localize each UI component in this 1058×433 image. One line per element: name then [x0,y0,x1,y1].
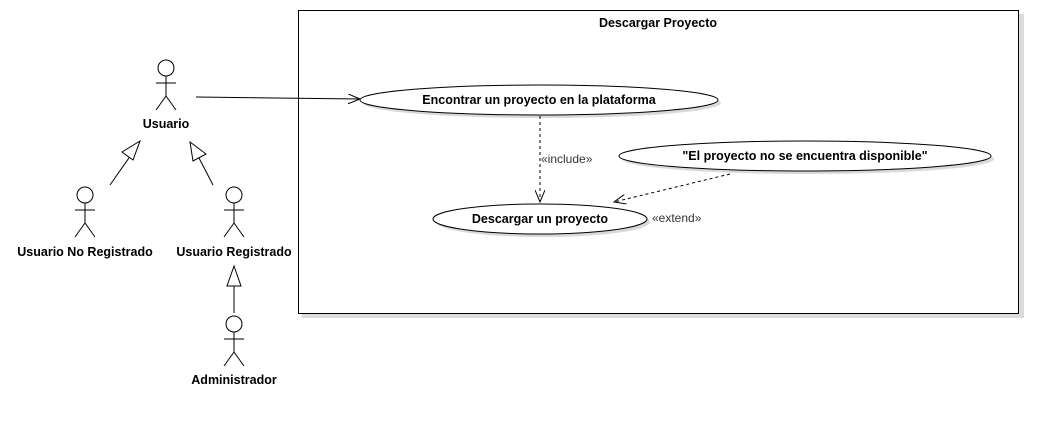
use-case-encontrar[interactable]: Encontrar un proyecto en la plataforma [359,84,721,118]
use-case-ellipse [432,203,648,235]
generalization-administrador-to-registrado[interactable] [226,264,242,313]
generalization-registrado-to-usuario[interactable] [189,140,214,186]
hollow-triangle-icon [189,140,207,162]
extend-label: «extend» [652,211,702,225]
actor-usuario-registrado[interactable]: Usuario Registrado [176,186,292,259]
stick-figure-icon [223,186,245,238]
stick-figure-icon [223,315,245,367]
actor-usuario-label: Usuario [143,117,190,131]
hollow-triangle-icon [121,139,141,161]
extend-relation[interactable]: «extend» [614,173,731,225]
generalization-no-registrado-to-usuario[interactable] [109,139,141,186]
system-title: Descargar Proyecto [599,16,717,30]
association-usuario-encontrar[interactable] [195,97,360,99]
hollow-triangle-icon [226,264,242,287]
actor-usuario[interactable]: Usuario [143,59,190,131]
include-label: «include» [541,152,593,166]
stick-figure-icon [74,186,96,238]
stick-figure-icon [155,59,177,111]
use-case-descargar-label: Descargar un proyecto [472,212,609,226]
use-case-descargar[interactable]: Descargar un proyecto [432,203,650,237]
actor-no-registrado-label: Usuario No Registrado [17,245,153,259]
actor-registrado-label: Usuario Registrado [176,245,292,259]
use-case-encontrar-label: Encontrar un proyecto en la plataforma [422,93,656,107]
use-case-ellipse [359,84,719,116]
actor-usuario-no-registrado[interactable]: Usuario No Registrado [17,186,153,259]
actor-administrador[interactable]: Administrador [191,315,277,387]
include-relation[interactable]: «include» [540,116,593,202]
use-case-ellipse [618,140,992,172]
use-case-no-disponible-label: "El proyecto no se encuentra disponible" [682,149,927,163]
actor-administrador-label: Administrador [191,373,277,387]
use-case-no-disponible[interactable]: "El proyecto no se encuentra disponible" [618,140,994,174]
